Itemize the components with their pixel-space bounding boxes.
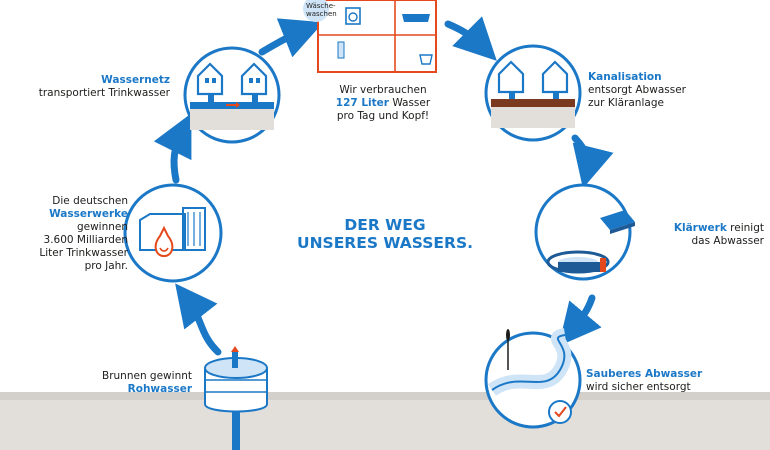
wasserwerk-icon: [123, 183, 223, 283]
haushalt-line-2: 127 Liter Wasser: [310, 97, 456, 110]
klaerwerk-line-2: das Abwasser: [691, 235, 765, 247]
kanalisation-icon: [484, 44, 582, 142]
kanalisation-label: Kanalisation entsorgt Abwasser zur Klära…: [588, 71, 738, 110]
brunnen-label: Brunnen gewinnt Rohwasser: [60, 370, 192, 396]
haushalt-line-1: Wir verbrauchen: [339, 84, 427, 96]
title-line-2: UNSERES WASSERS.: [297, 234, 473, 252]
wasserwerke-label: Die deutschen Wasserwerke gewinnen 3.600…: [8, 195, 128, 273]
klaerwerk-label: Klärwerk reinigt das Abwasser: [636, 222, 764, 248]
badge-line-1: Wäsche-: [306, 2, 336, 10]
ground-surface: [0, 392, 770, 400]
haushalt-badge: Wäsche- waschen: [306, 2, 337, 18]
arrow-brunnen-to-werk: [175, 283, 222, 356]
klaerwerk-icon: [534, 183, 635, 281]
wasserwerke-line-3: gewinnen: [76, 221, 128, 233]
wasserwerke-line-1: Die deutschen: [52, 195, 128, 207]
abwasser-line-2: wird sicher entsorgt: [586, 381, 691, 393]
wasserwerke-line-6: pro Jahr.: [84, 260, 128, 272]
wasserwerke-title: Wasserwerke: [49, 208, 128, 220]
arrow-haus-to-kanal: [444, 16, 497, 61]
klaerwerk-line-1: Klärwerk reinigt: [636, 222, 764, 235]
wassernetz-text: transportiert Trinkwasser: [38, 87, 170, 99]
kanalisation-line-2: entsorgt Abwasser: [588, 84, 686, 96]
wasserwerke-line-4: 3.600 Milliarden: [43, 234, 128, 246]
wasserwerke-line-5: Liter Trinkwasser: [39, 247, 128, 259]
cycle-arrows: [153, 16, 614, 356]
abwasser-title: Sauberes Abwasser: [586, 368, 703, 380]
title-line-1: DER WEG: [344, 216, 426, 234]
badge-line-2: waschen: [306, 10, 337, 18]
arrow-kanal-to-klaer: [571, 134, 614, 189]
klaerwerk-after: reinigt: [726, 222, 764, 234]
haushalt-after: Wasser: [388, 97, 431, 109]
haushalt-label: Wir verbrauchen 127 Liter Wasser pro Tag…: [310, 84, 456, 123]
abwasser-label: Sauberes Abwasser wird sicher entsorgt: [586, 368, 756, 394]
arrow-klaer-to-abwasser: [558, 294, 602, 347]
brunnen-text: Brunnen gewinnt: [102, 370, 192, 382]
wassernetz-label: Wassernetz transportiert Trinkwasser: [20, 74, 170, 100]
arrow-netz-to-haus: [258, 18, 324, 58]
arrow-werk-to-netz: [153, 113, 192, 184]
diagram-title: DER WEG UNSERES WASSERS.: [296, 216, 474, 252]
brunnen-title: Rohwasser: [127, 383, 192, 395]
wassernetz-icon: [183, 46, 281, 144]
ground: [0, 395, 770, 450]
brunnen-icon: [204, 346, 268, 450]
haushalt-highlight: 127 Liter: [335, 97, 389, 109]
klaerwerk-title: Klärwerk: [673, 222, 727, 234]
wassernetz-title: Wassernetz: [101, 74, 170, 86]
haushalt-line-3: pro Tag und Kopf!: [336, 110, 430, 122]
kanalisation-title: Kanalisation: [588, 71, 662, 83]
abwasser-icon: [484, 328, 582, 429]
kanalisation-line-3: zur Kläranlage: [588, 97, 664, 109]
haushalt-icon: [303, 0, 437, 73]
